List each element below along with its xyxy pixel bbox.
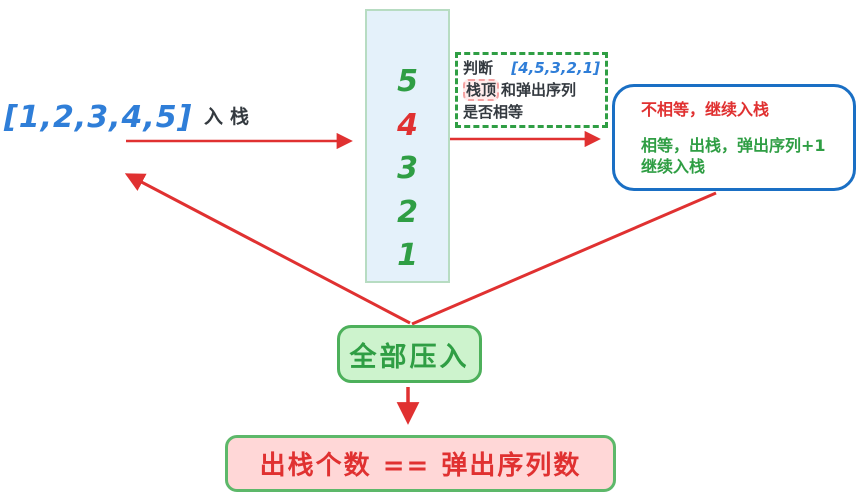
- decision-not-equal-text: 不相等，继续入栈: [641, 100, 770, 119]
- loop-back-arrow: [124, 173, 411, 325]
- stack-item-5: 5: [397, 64, 418, 99]
- judge-line-3: 是否相等: [463, 103, 524, 122]
- push-arrow-label: 入栈: [204, 106, 257, 128]
- decision-to-push-all-line: [411, 191, 717, 326]
- result-box: 出栈个数 == 弹出序列数: [225, 435, 616, 492]
- judge-line-2: 栈顶和弹出序列: [463, 79, 600, 102]
- judge-line-2-rest: 和弹出序列: [501, 81, 577, 100]
- judge-line-1: 判断 [4,5,3,2,1]: [463, 57, 600, 79]
- stack-item-4: 4: [397, 107, 418, 143]
- decision-equal-text-line1: 相等，出栈，弹出序列+1: [641, 135, 826, 155]
- decision-box: 不相等，继续入栈 相等，出栈，弹出序列+1 继续入栈: [612, 84, 856, 191]
- stack-item-1: 1: [397, 238, 418, 273]
- stack-item-3: 3: [397, 151, 418, 186]
- judge-note-box: 判断 [4,5,3,2,1] 栈顶和弹出序列 是否相等: [455, 52, 608, 128]
- stack-box: 5 4 3 2 1: [365, 9, 450, 283]
- pop-sequence-label: [4,5,3,2,1]: [511, 59, 600, 77]
- input-sequence-label: [1,2,3,4,5]: [4, 100, 193, 135]
- stack-top-highlight: 栈顶: [463, 79, 500, 102]
- judge-prefix: 判断: [463, 59, 494, 77]
- stack-item-2: 2: [397, 194, 418, 230]
- decision-equal-text-line2: 继续入栈: [641, 157, 706, 177]
- push-all-box: 全部压入: [337, 325, 482, 383]
